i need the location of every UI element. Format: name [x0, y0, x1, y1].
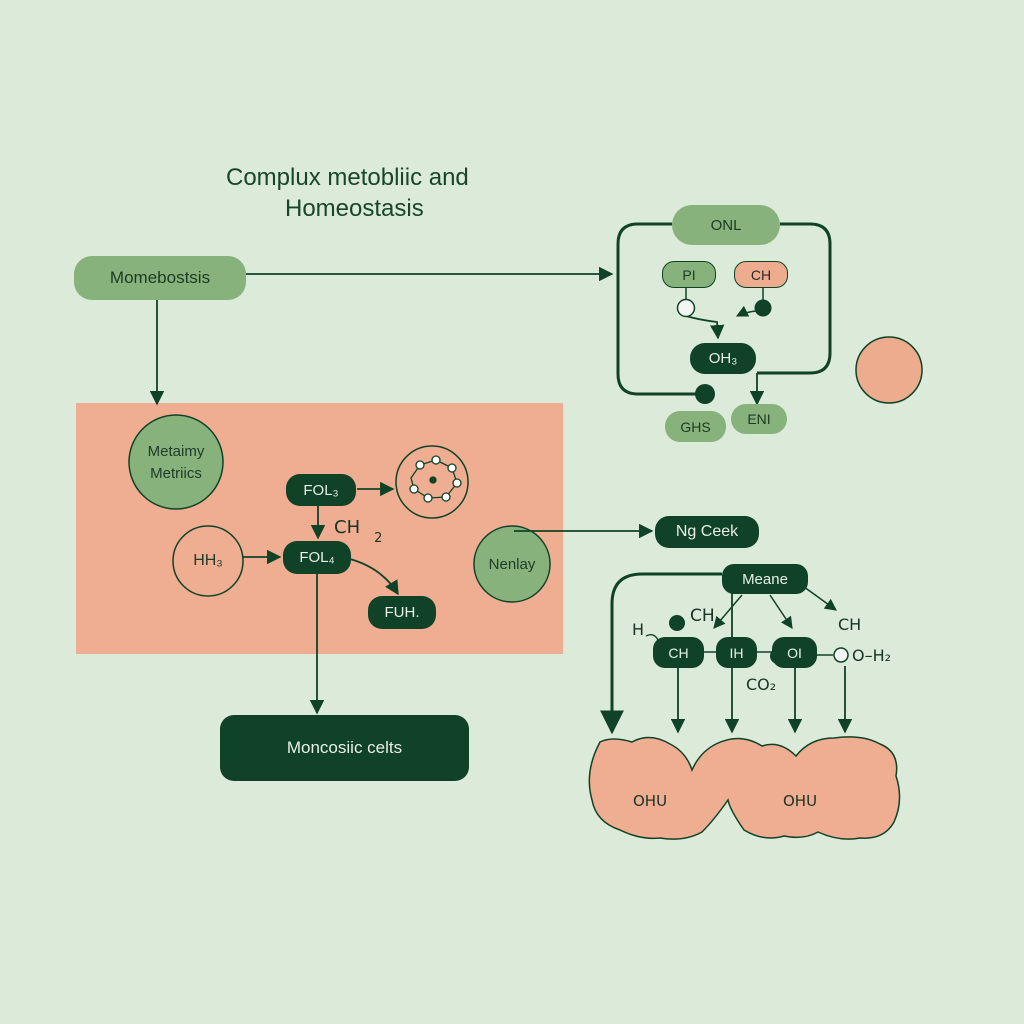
node-pi: PI [662, 261, 716, 288]
top-right-loop-right [757, 222, 832, 375]
node-ng-ceek: Ng Ceek [655, 516, 759, 548]
label-ch-fragment: CH [690, 606, 715, 626]
node-enl: ENI [731, 404, 787, 434]
label-ch-right: CH [838, 615, 862, 634]
node-hh3: HH₃ [193, 552, 223, 569]
label-oh2: O–H₂ [852, 646, 892, 665]
node-fuh: FUH. [368, 596, 436, 629]
node-oh3: OH₃ [690, 343, 756, 374]
node-ih-pill: IH [716, 637, 757, 668]
node-fol4: FOL₄ [283, 541, 351, 574]
node-metalimy: Metaimy Metriics [129, 440, 223, 486]
arrow-meane-to-oi [769, 594, 793, 629]
node-monocosic-cells: Moncosiic celts [220, 715, 469, 781]
label-ch2-sub: 2 [374, 531, 383, 546]
node-ch-top: CH [734, 261, 788, 288]
o-atom [833, 647, 849, 663]
page-title-line1: Complux metobliic and [226, 164, 469, 191]
arrow-meane-to-ch [713, 594, 743, 629]
page-title-line2: Homeostasis [285, 195, 424, 222]
molecule-icon [409, 455, 462, 503]
node-ghs: GHS [665, 411, 726, 442]
salmon-circle [855, 336, 923, 404]
label-ohu-left: OHU [633, 792, 668, 810]
label-ch2-text: CH [334, 517, 361, 538]
node-ch-pill: CH [653, 637, 704, 668]
node-oi-pill: OI [772, 637, 817, 668]
node-fol3: FOL₃ [286, 474, 356, 506]
nenlay-circle [473, 525, 551, 603]
metalimy-line1: Metaimy [147, 443, 205, 460]
node-dot-filled-bottom [695, 384, 715, 404]
label-ch2: CH 2 [334, 517, 382, 546]
metalimy-circle [128, 414, 224, 510]
ohu-blob [588, 736, 901, 840]
node-dot-open [676, 298, 696, 318]
node-onl: ONL [672, 205, 780, 245]
node-meane: Meane [722, 564, 808, 594]
node-homeostasis: Momebostsis [74, 256, 246, 300]
loop-meane-left [600, 572, 722, 735]
label-ohu-right: OHU [783, 792, 818, 810]
node-nenlay: Nenlay [488, 555, 536, 573]
label-h: H [632, 620, 645, 639]
arrow-fol4-to-fuh [349, 558, 399, 596]
label-co2: CO₂ [746, 675, 777, 694]
metalimy-line2: Metriics [150, 465, 202, 482]
hh3-circle [172, 525, 244, 597]
top-right-loop [616, 222, 698, 396]
node-dot-filled-right [754, 299, 772, 317]
dot-ch-top [669, 615, 685, 631]
